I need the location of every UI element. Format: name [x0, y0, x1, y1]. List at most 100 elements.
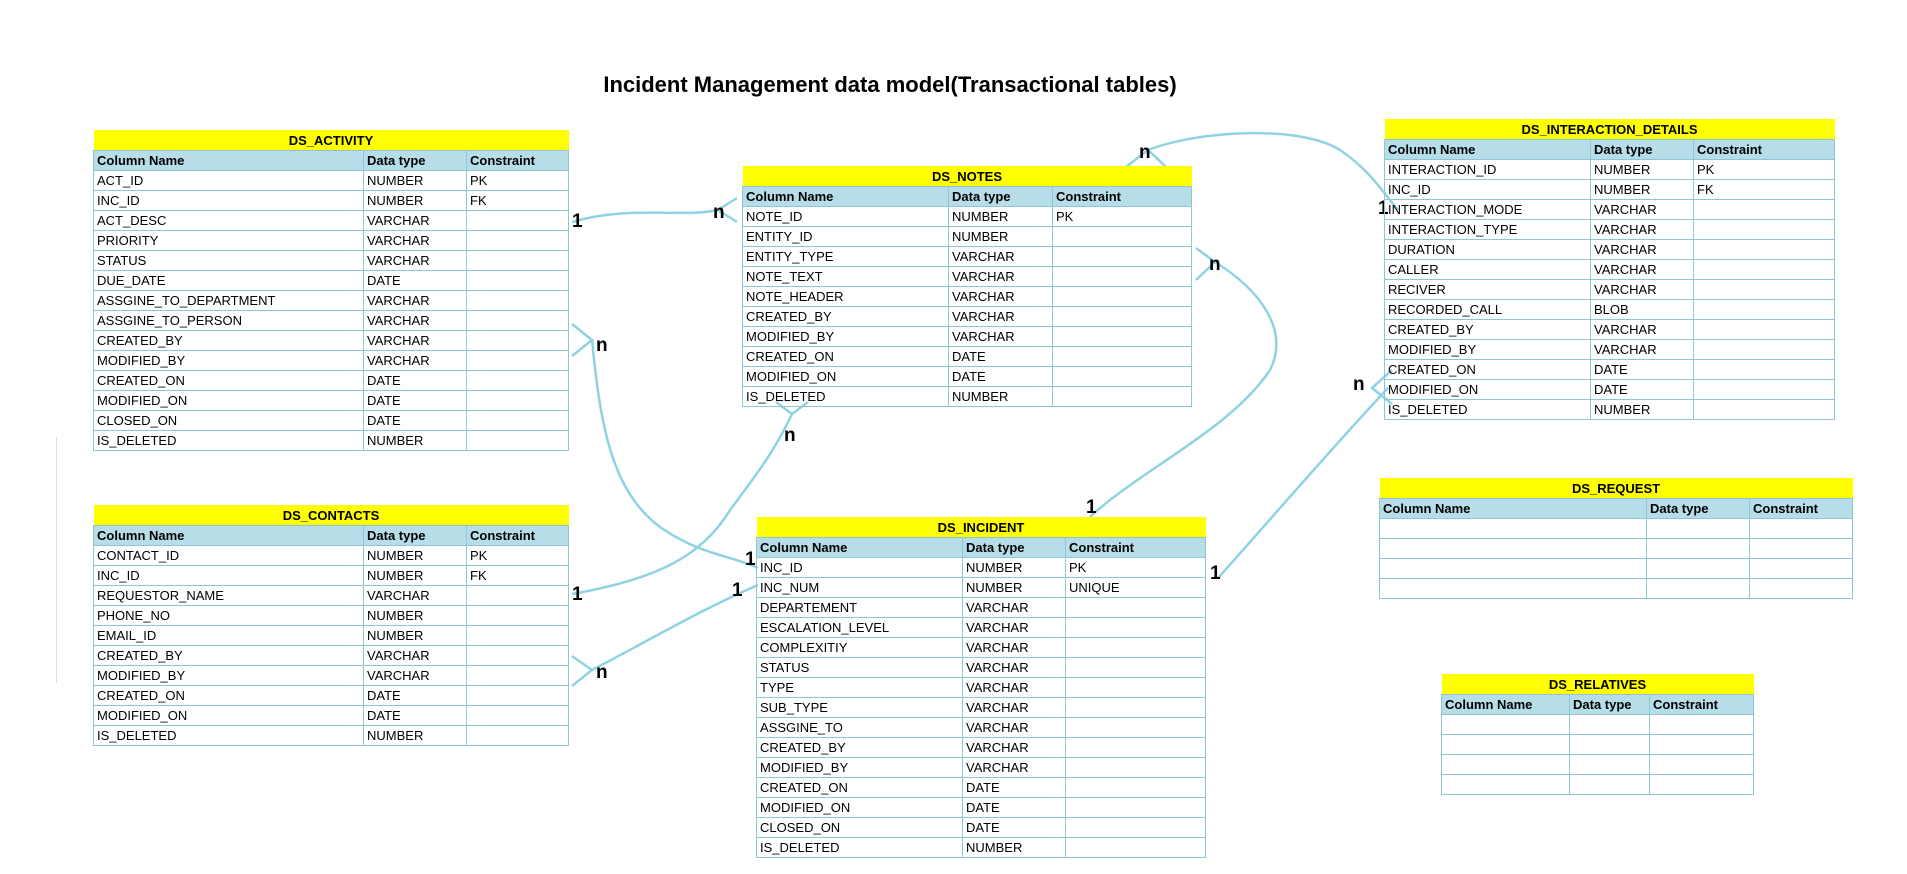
constraint-cell: [1052, 306, 1192, 327]
column-name-cell: INTERACTION_TYPE: [1384, 219, 1591, 240]
table-row: [1441, 754, 1755, 775]
column-name-cell: CLOSED_ON: [93, 410, 364, 431]
column-name-cell: CREATED_BY: [93, 330, 364, 351]
column-name-cell: INTERACTION_ID: [1384, 159, 1591, 180]
constraint-cell: [1064, 797, 1207, 818]
table-title: DS_ACTIVITY: [93, 130, 569, 151]
crowfoot-activity-right: [571, 323, 595, 357]
data-type-cell: NUMBER: [948, 386, 1053, 407]
table-row: [1379, 558, 1854, 579]
cardinality-interaction-many: n: [1353, 374, 1365, 395]
constraint-cell: [466, 310, 569, 331]
data-type-cell: [1646, 518, 1750, 539]
column-name-header: Column Name: [756, 537, 963, 558]
column-name-cell: EMAIL_ID: [93, 625, 364, 646]
constraint-cell: [465, 645, 570, 666]
data-type-cell: VARCHAR: [363, 290, 467, 311]
column-name-cell: ESCALATION_LEVEL: [756, 617, 963, 638]
constraint-cell: [1064, 657, 1207, 678]
column-name-cell: ENTITY_ID: [742, 226, 949, 247]
constraint-cell: PK: [1052, 206, 1192, 227]
cardinality-activity-one: 1: [572, 211, 583, 232]
cardinality-contacts-many: n: [596, 662, 608, 683]
constraint-cell: [1064, 777, 1207, 798]
data-type-cell: VARCHAR: [1590, 279, 1694, 300]
constraint-cell: PK: [1064, 557, 1207, 578]
data-type-cell: NUMBER: [363, 605, 467, 626]
data-type-cell: DATE: [1590, 379, 1694, 400]
constraint-cell: [1648, 734, 1755, 755]
cardinality-incident-one-right-top: 1: [1086, 497, 1097, 518]
column-name-cell: CLOSED_ON: [756, 817, 963, 838]
constraint-cell: [465, 665, 570, 686]
constraint-cell: [466, 350, 569, 371]
constraint-cell: [1748, 518, 1854, 539]
data-type-cell: DATE: [962, 817, 1066, 838]
constraint-cell: [1692, 399, 1836, 420]
constraint-cell: [1648, 774, 1755, 795]
data-type-cell: NUMBER: [962, 557, 1066, 578]
data-type-cell: NUMBER: [363, 545, 467, 566]
data-type-cell: VARCHAR: [962, 717, 1066, 738]
constraint-cell: FK: [466, 190, 569, 211]
column-name-cell: COMPLEXITIY: [756, 637, 963, 658]
constraint-cell: [1692, 259, 1836, 280]
data-type-cell: VARCHAR: [962, 697, 1066, 718]
cardinality-notes-many-top: n: [1139, 142, 1151, 163]
column-name-cell: CREATED_ON: [93, 685, 364, 706]
data-type-header: Data type: [363, 525, 467, 546]
column-name-cell: MODIFIED_ON: [93, 390, 364, 411]
data-type-cell: VARCHAR: [1590, 239, 1694, 260]
data-type-cell: VARCHAR: [962, 597, 1066, 618]
constraint-cell: [1692, 339, 1836, 360]
data-type-cell: NUMBER: [363, 190, 467, 211]
constraint-cell: [1064, 717, 1207, 738]
column-name-cell: NOTE_ID: [742, 206, 949, 227]
data-type-cell: VARCHAR: [1590, 259, 1694, 280]
column-name-cell: [1379, 518, 1647, 539]
data-type-cell: VARCHAR: [962, 757, 1066, 778]
table-title: DS_INTERACTION_DETAILS: [1384, 119, 1835, 140]
constraint-cell: [1064, 817, 1207, 838]
table-title: DS_INCIDENT: [756, 517, 1206, 538]
column-name-cell: NOTE_TEXT: [742, 266, 949, 287]
constraint-header: Constraint: [1748, 498, 1854, 519]
data-type-cell: VARCHAR: [363, 250, 467, 271]
constraint-cell: [465, 705, 570, 726]
column-name-cell: CREATED_BY: [742, 306, 949, 327]
column-name-cell: [1379, 578, 1647, 599]
column-name-cell: ACT_ID: [93, 170, 364, 191]
constraint-cell: [466, 370, 569, 391]
constraint-cell: [1692, 279, 1836, 300]
